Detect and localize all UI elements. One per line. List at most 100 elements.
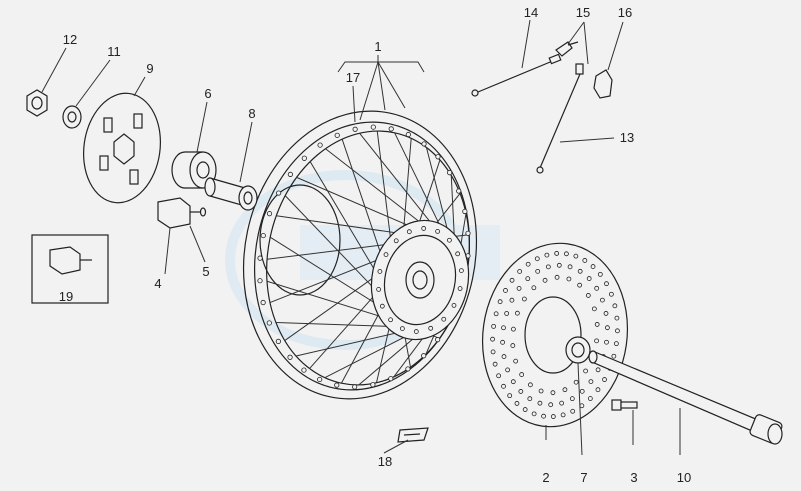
rim-nipple-hole [260, 299, 266, 306]
disc-vent-hole [503, 288, 508, 293]
hub-spoke-hole [413, 329, 419, 334]
rim-nipple-hole [435, 154, 441, 160]
disc-vent-hole [541, 413, 546, 419]
disc-vent-hole [615, 328, 620, 334]
disc-vent-hole [579, 388, 585, 394]
disc-vent-hole [518, 389, 524, 394]
disc-vent-hole [569, 396, 575, 402]
hub-spoke-hole [451, 303, 457, 308]
disc-vent-hole [544, 252, 550, 258]
wheel-axle [588, 350, 783, 445]
disc-vent-hole [612, 303, 618, 309]
disc-vent-hole [599, 297, 605, 303]
disc-vent-hole [514, 401, 520, 406]
rim-nipple-hole [334, 132, 340, 138]
disc-vent-hole [591, 306, 597, 312]
wheel-assembly [242, 110, 478, 400]
washer [62, 105, 82, 129]
callout-12: 12 [63, 32, 77, 47]
disc-vent-hole [516, 286, 522, 291]
disc-vent-hole [577, 282, 583, 288]
rim-nipple-hole [260, 232, 266, 239]
wheel-spoke [266, 242, 399, 260]
callout-17: 17 [346, 70, 360, 85]
disc-vent-hole [595, 367, 601, 373]
spoke-long [471, 53, 562, 97]
bushing [565, 336, 591, 364]
spoke-short [536, 63, 584, 174]
disc-vent-hole [500, 339, 506, 345]
disc-vent-hole [527, 382, 533, 388]
hub-spoke-hole [421, 226, 427, 231]
disc-vent-hole [517, 269, 523, 274]
disc-vent-hole [507, 393, 513, 399]
disc-vent-hole [567, 264, 573, 270]
callout-10: 10 [677, 470, 691, 485]
callout-18: 18 [378, 454, 392, 469]
rim-nipple-hole [266, 211, 273, 217]
rim-nipple-hole [456, 188, 462, 194]
disc-vent-hole [566, 276, 572, 282]
disc-vent-hole [573, 253, 579, 259]
rim-nipple-hole [275, 338, 281, 344]
disc-vent-hole [531, 411, 537, 417]
nut [26, 89, 48, 117]
disc-vent-hole [491, 323, 497, 329]
wheel-spoke [341, 139, 386, 266]
disc-vent-hole [522, 407, 528, 412]
wheel-spoke [266, 280, 399, 323]
disc-vent-hole [490, 336, 495, 342]
callout-1: 1 [374, 39, 381, 54]
callout-19: 19 [59, 289, 73, 304]
disc-vent-hole [501, 383, 506, 389]
wheel-spoke [402, 138, 412, 240]
disc-vent-hole [588, 379, 594, 384]
disc-vent-hole [613, 341, 619, 347]
disc-vent-hole [514, 310, 520, 316]
hub-spoke-hole [406, 229, 412, 235]
disc-vent-hole [492, 361, 498, 367]
disc-vent-hole [595, 387, 601, 393]
callout-8: 8 [248, 106, 255, 121]
rim-nipple-hole [301, 155, 307, 161]
wheel-spoke [309, 161, 383, 282]
disc-vent-hole [586, 276, 592, 281]
disc-vent-hole [527, 396, 533, 402]
rim-nipple-hole [352, 126, 358, 132]
rim-nipple-hole [257, 278, 263, 284]
disc-vent-hole [556, 262, 562, 268]
hub-spoke-hole [441, 316, 447, 322]
hub-spoke-hole [393, 238, 399, 244]
disc-vent-hole [521, 296, 527, 302]
hub-spoke-hole [455, 251, 461, 257]
wheel-spoke [284, 195, 384, 299]
rim-nipple-hole [388, 126, 394, 132]
disc-vent-hole [577, 268, 583, 274]
nipple [555, 41, 579, 57]
callout-14: 14 [524, 5, 538, 20]
disc-vent-hole [587, 396, 593, 401]
callout-7: 7 [580, 470, 587, 485]
disc-vent-hole [509, 297, 515, 303]
disc-vent-hole [545, 264, 551, 270]
disc-vent-hole [602, 377, 607, 382]
callout-15: 15 [576, 5, 590, 20]
callout-6: 6 [204, 86, 211, 101]
rim-nipple-hole [352, 384, 358, 390]
rim-nipple-hole [317, 142, 323, 148]
disc-vent-hole [570, 408, 576, 414]
rim-nipple-hole [334, 382, 340, 388]
rim-nipple-hole [447, 170, 453, 176]
wheel-spoke [269, 254, 390, 304]
wheel-spoke [309, 287, 382, 369]
hub-spoke-hole [399, 326, 405, 332]
wheel-spoke [376, 131, 393, 251]
disc-vent-hole [594, 322, 600, 327]
disc-vent-hole [594, 285, 600, 291]
disc-vent-hole [535, 268, 541, 274]
disc-vent-hole [583, 368, 589, 374]
callout-2: 2 [542, 470, 549, 485]
callout-16: 16 [618, 5, 632, 20]
